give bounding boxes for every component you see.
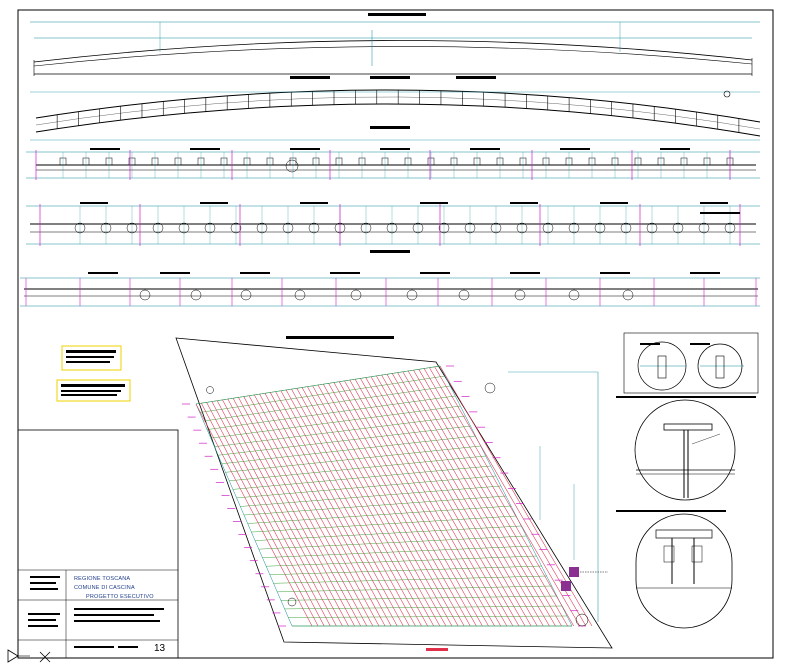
segmented-elevation: [30, 76, 761, 141]
reinforcement-plan: [175, 336, 613, 651]
title-block-line-3: PROGETTO ESECUTIVO: [86, 594, 154, 600]
splice-detail: [635, 513, 733, 629]
elevation-profile: [30, 13, 760, 76]
bolt-details: [616, 332, 759, 398]
title-block-frame: [17, 429, 179, 659]
section-row-1: [26, 148, 760, 180]
beam-detail: [616, 399, 736, 512]
ucs-cross-icon: [39, 651, 51, 663]
section-row-2: [26, 202, 760, 253]
selection-cursor-icon[interactable]: [7, 649, 30, 663]
sheet-number: 13: [154, 643, 166, 654]
section-row-3: [20, 272, 760, 307]
title-block-line-1: REGIONE TOSCANA: [74, 576, 131, 582]
sheet-border: [17, 9, 774, 659]
title-block-line-2: COMUNE DI CASCINA: [74, 585, 135, 591]
notes-block: [56, 345, 131, 402]
